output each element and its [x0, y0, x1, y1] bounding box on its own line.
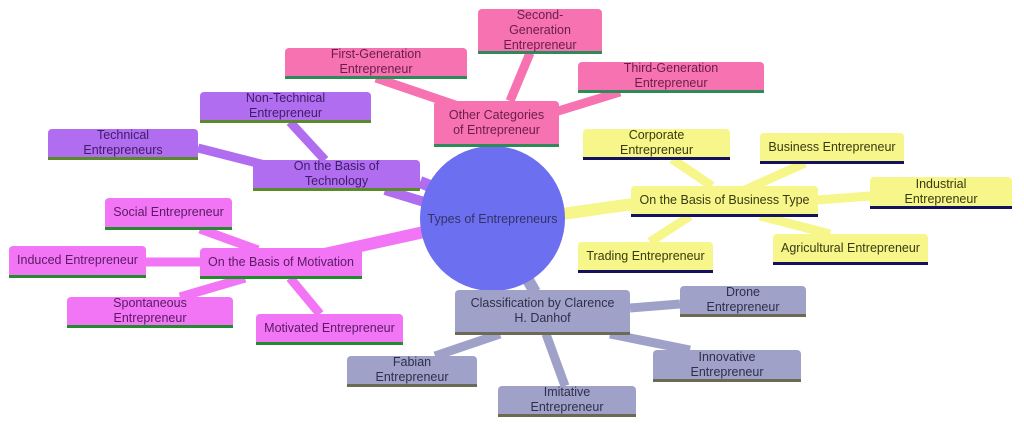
leaf-third-generation[interactable]: Third-Generation Entrepreneur [578, 61, 764, 93]
node-label: Corporate Entrepreneur [620, 128, 693, 157]
node-label: Non-Technical Entrepreneur [245, 91, 326, 120]
leaf-fabian[interactable]: Fabian Entrepreneur [347, 355, 477, 387]
leaf-first-generation[interactable]: First-Generation Entrepreneur [285, 47, 467, 79]
branch-other-categories[interactable]: Other Categories of Entrepreneur [434, 101, 559, 147]
node-label: On the Basis of Motivation [208, 254, 354, 269]
node-label: Business Entrepreneur [768, 139, 896, 154]
node-label: Motivated Entrepreneur [264, 320, 395, 335]
branch-business-type[interactable]: On the Basis of Business Type [631, 186, 818, 217]
node-label: Classification by Clarence H. Danhof [470, 296, 615, 325]
root-label: Types of Entrepreneurs [427, 211, 558, 226]
node-label: Third-Generation Entrepreneur [623, 61, 719, 90]
node-label: Industrial Entrepreneur [904, 176, 978, 206]
leaf-imitative[interactable]: Imitative Entrepreneur [498, 385, 636, 417]
root-node[interactable]: Types of Entrepreneurs [420, 146, 565, 291]
node-label: Agricultural Entrepreneur [781, 240, 920, 255]
node-label: Second-Generation Entrepreneur [503, 7, 577, 52]
node-label: Spontaneous Entrepreneur [113, 296, 187, 325]
leaf-second-generation[interactable]: Second-Generation Entrepreneur [478, 7, 602, 54]
leaf-innovative[interactable]: Innovative Entrepreneur [653, 350, 801, 382]
leaf-social[interactable]: Social Entrepreneur [105, 198, 232, 230]
leaf-induced[interactable]: Induced Entrepreneur [9, 246, 146, 278]
leaf-technical[interactable]: Technical Entrepreneurs [48, 128, 198, 160]
node-label: Other Categories of Entrepreneur [448, 107, 545, 137]
leaf-spontaneous[interactable]: Spontaneous Entrepreneur [67, 296, 233, 328]
node-label: Technical Entrepreneurs [83, 128, 163, 157]
leaf-drone[interactable]: Drone Entrepreneur [680, 285, 806, 317]
leaf-motivated[interactable]: Motivated Entrepreneur [256, 314, 403, 345]
branch-danhof[interactable]: Classification by Clarence H. Danhof [455, 290, 630, 335]
node-label: On the Basis of Business Type [639, 192, 810, 207]
leaf-non-technical[interactable]: Non-Technical Entrepreneur [200, 91, 371, 123]
node-label: Trading Entrepreneur [586, 248, 705, 263]
node-label: Imitative Entrepreneur [530, 385, 604, 414]
node-label: Induced Entrepreneur [17, 253, 138, 267]
node-label: Drone Entrepreneur [706, 285, 780, 314]
node-label: Innovative Entrepreneur [690, 349, 764, 379]
leaf-trading[interactable]: Trading Entrepreneur [578, 242, 713, 273]
node-label: First-Generation Entrepreneur [330, 47, 422, 76]
leaf-agricultural[interactable]: Agricultural Entrepreneur [773, 234, 928, 265]
branch-technology[interactable]: On the Basis of Technology [253, 159, 420, 191]
node-label: Fabian Entrepreneur [375, 355, 449, 384]
leaf-business[interactable]: Business Entrepreneur [760, 133, 904, 164]
node-label: On the Basis of Technology [293, 159, 380, 188]
leaf-industrial[interactable]: Industrial Entrepreneur [870, 177, 1012, 209]
node-label: Social Entrepreneur [113, 205, 224, 219]
branch-motivation[interactable]: On the Basis of Motivation [200, 248, 362, 279]
leaf-corporate[interactable]: Corporate Entrepreneur [583, 128, 730, 160]
